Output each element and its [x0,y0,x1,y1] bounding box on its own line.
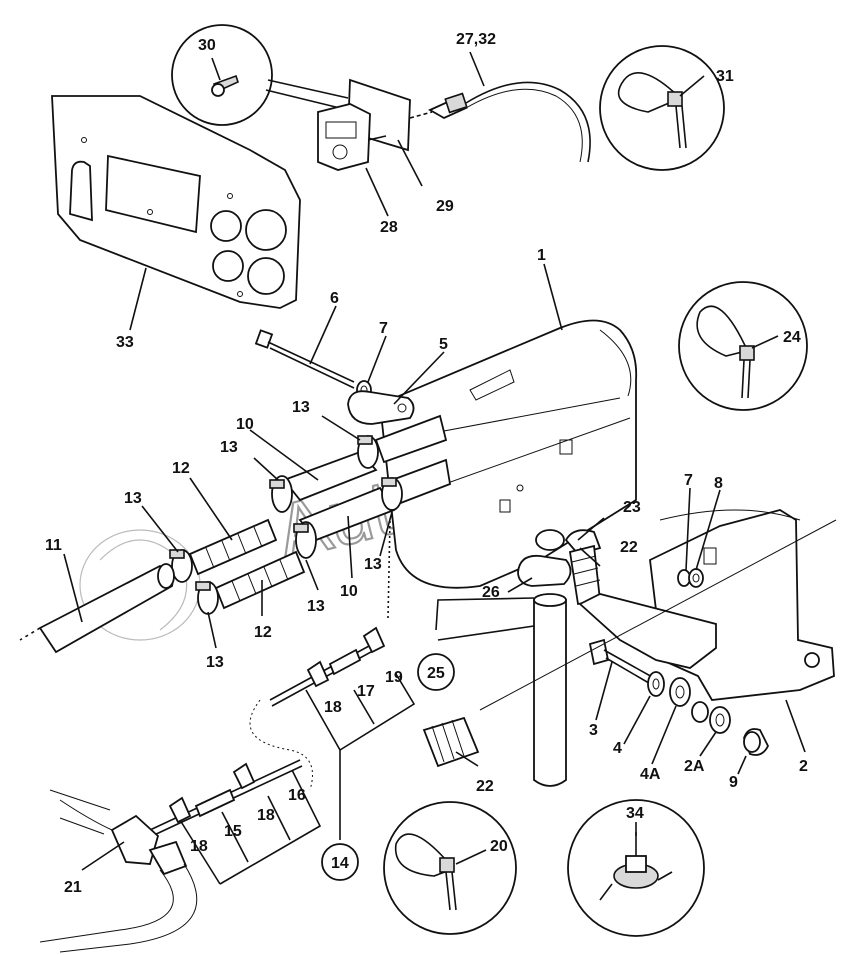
part-label-33: 33 [116,334,134,351]
part-label-13-e: 13 [307,598,325,615]
cable-27-32 [409,81,591,163]
clamp-5 [347,390,415,425]
hose-clamp-13-b [195,581,219,615]
hose-clamp-13-c [269,475,293,513]
part-label-26: 26 [482,584,500,601]
part-label-14: 14 [331,855,349,872]
heater-body-1 [379,319,638,589]
bolt-3 [588,638,655,687]
fuel-clip-18-mid [232,762,256,790]
part-label-13-a: 13 [124,490,142,507]
exhaust-pipe-25 [533,593,567,787]
part-label-2A: 2A [684,758,705,775]
part-label-16: 16 [288,787,306,804]
pipe-10-upper [282,414,448,502]
part-label-8: 8 [714,475,723,492]
part-label-20: 20 [490,838,508,855]
hose-clamp-13-e [357,435,379,469]
hose-clamp-13-d [293,521,317,559]
part-label-1: 1 [537,247,546,264]
part-label-9: 9 [729,774,738,791]
washer-4 [647,671,665,697]
washer-4A [669,677,691,707]
alignment-line [479,519,837,711]
hose-clamp-13-a [169,549,193,583]
part-label-27-32: 27,32 [456,31,496,48]
inset-cable-tie-24 [678,281,808,411]
part-label-18-low: 18 [190,838,208,855]
part-label-22-bottom: 22 [476,778,494,795]
washer-2A [709,706,731,734]
mounting-plate-33 [51,95,301,309]
washer-2A-inner [691,701,709,723]
inset-cable-tie-31 [599,45,725,171]
part-label-31: 31 [716,68,734,85]
part-label-11: 11 [45,537,62,554]
part-label-23: 23 [623,499,641,516]
part-label-2: 2 [799,758,808,775]
leader-lines [63,51,806,885]
part-label-13-b: 13 [220,439,238,456]
part-label-21: 21 [64,879,82,896]
fuel-line-17 [269,639,383,707]
part-label-15: 15 [224,823,242,840]
part-label-5: 5 [439,336,448,353]
part-label-10-top: 10 [236,416,254,433]
fuel-clip-18-top [306,660,330,688]
part-label-6: 6 [330,290,339,307]
part-label-4: 4 [613,740,622,757]
part-label-19: 19 [385,669,403,686]
part-label-7-top: 7 [379,320,388,337]
fuel-clip-18-low [168,796,192,824]
part-label-34: 34 [626,805,644,822]
bracket-2 [578,509,835,701]
part-label-24: 24 [783,329,801,346]
inset-cable-tie-20 [383,801,517,935]
part-label-28: 28 [380,219,398,236]
part-label-13-d: 13 [206,654,224,671]
hose-11 [19,563,175,654]
part-label-22-right: 22 [620,539,638,556]
controller-28 [317,78,411,171]
elbow-fitting-21 [39,789,198,953]
inset-valve-34 [567,799,705,937]
part-label-10-bottom: 10 [340,583,358,600]
part-label-12-bottom: 12 [254,624,272,641]
part-label-4A: 4A [640,766,661,783]
part-label-7-right: 7 [684,472,693,489]
part-label-12-top: 12 [172,460,190,477]
callout-circle-14 [321,843,359,881]
inset-screw-30 [171,24,349,126]
corrugated-hose-12-lower [214,550,306,610]
part-label-30: 30 [198,37,216,54]
part-label-29: 29 [436,198,454,215]
fuel-clip-19 [362,519,391,654]
part-label-13-f: 13 [364,556,382,573]
flex-exhaust-22-lower [422,716,480,768]
part-label-18-top: 18 [324,699,342,716]
part-label-18-mid: 18 [257,807,275,824]
part-label-3: 3 [589,722,598,739]
nut-8 [688,568,704,588]
callout-circle-25 [417,653,455,691]
part-label-17: 17 [357,683,375,700]
corrugated-hose-12-upper [188,518,278,576]
bolt-6 [254,329,355,389]
part-label-13-c: 13 [292,399,310,416]
hose-clamp-13-f [381,477,403,511]
nut-9 [743,728,770,756]
fuel-line-15-16 [149,699,313,837]
part-label-25: 25 [427,665,445,682]
